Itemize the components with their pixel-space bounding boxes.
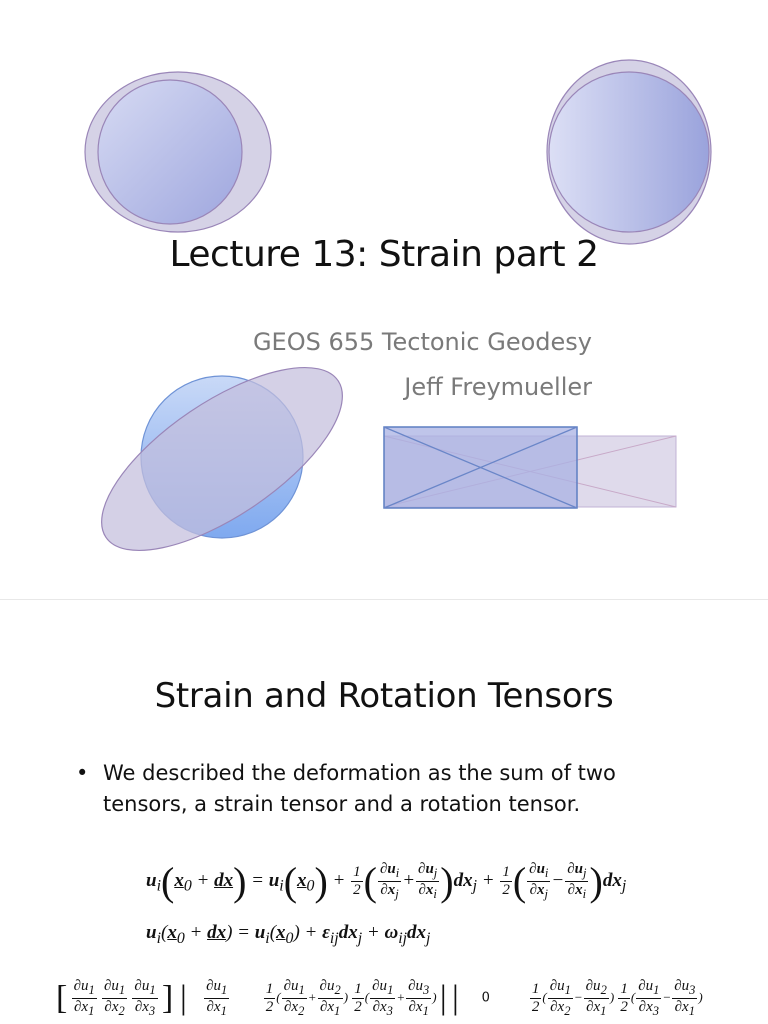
bullet-icon: •	[76, 761, 89, 785]
extended-rectangle	[383, 426, 677, 509]
circle-ellipse-left	[84, 71, 272, 233]
tensor-equation: ui(x0 + dx) = ui(x0) + εijdxj + ωijdxj	[146, 922, 431, 947]
circle-ellipse-right	[546, 59, 712, 245]
bullet-item: • We described the deformation as the su…	[76, 758, 676, 820]
sheared-ellipse	[101, 366, 343, 552]
bullet-text: We described the deformation as the sum …	[103, 761, 616, 816]
title-slide: Lecture 13: Strain part 2 GEOS 655 Tecto…	[84, 59, 712, 552]
course-name: GEOS 655 Tectonic Geodesy	[252, 328, 592, 356]
slide-divider	[0, 599, 768, 600]
content-slide	[0, 600, 768, 1024]
slide-title-strain: Strain and Rotation Tensors	[154, 676, 614, 716]
zero-entry: 0	[481, 990, 490, 1006]
author-name: Jeff Freymueller	[404, 373, 592, 401]
deformation-illustrations	[84, 59, 712, 552]
slide-title: Lecture 13: Strain part 2	[169, 234, 599, 275]
gradient-matrix: [ ∂u1∂x1 ∂u1∂x2 ∂u1∂x3 ]	[56, 978, 174, 1018]
